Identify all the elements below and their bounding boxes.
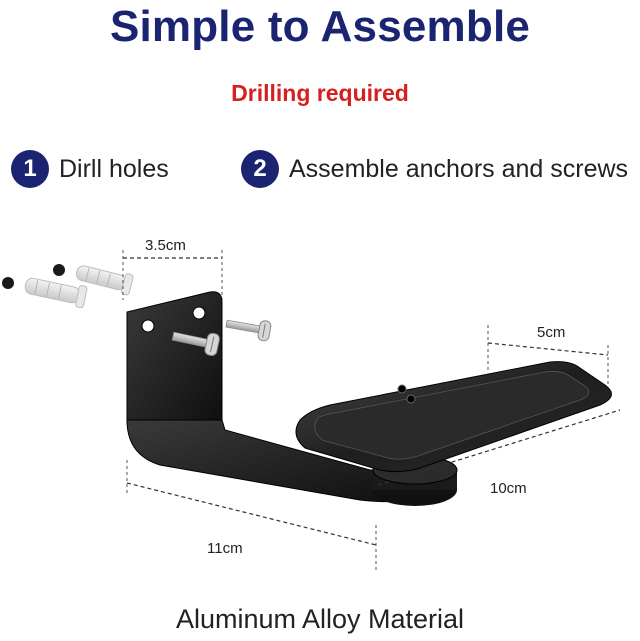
dimension-line [487,342,609,356]
step-1-label: Dirll holes [59,154,169,183]
step-2-label: Assemble anchors and screws [289,154,629,183]
dimension-plate-length: 10cm [490,480,527,497]
dimension-line [377,409,621,486]
plate-hole [397,384,407,394]
step-1-number-badge: 1 [11,150,49,188]
mounting-hole [141,319,155,333]
wall-anchor-icon [76,265,134,296]
product-illustration: 3.5cm 5cm 10cm 11cm [2,237,621,570]
plate-hole [406,394,416,404]
drill-hole-icon [2,277,14,289]
dimension-line [126,482,377,546]
drill-hole-icon [53,264,65,276]
step-2-number-badge: 2 [241,150,279,188]
screw-icon [171,331,220,357]
step-2: 2 Assemble anchors and screws [241,150,628,188]
page-title: Simple to Assemble [109,2,531,51]
bracket-wall-plate [126,291,223,433]
dimension-bracket-width: 3.5cm [145,237,186,254]
dimension-plate-width: 5cm [537,324,565,341]
dimension-total-length: 11cm [207,540,243,557]
screw-icon [225,319,272,342]
mounting-hole [192,306,206,320]
wall-anchor-icon [24,277,88,309]
drilling-note: Drilling required [231,80,409,106]
step-1: 1 Dirll holes [11,150,169,188]
material-caption: Aluminum Alloy Material [175,604,465,634]
